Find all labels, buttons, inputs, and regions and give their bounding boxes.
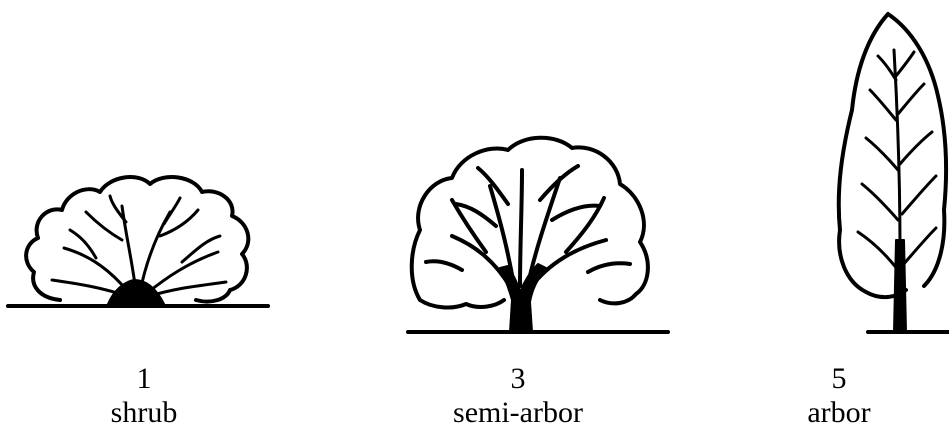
arbor-branches xyxy=(856,48,938,272)
figure-caption-shrub: 1 shrub xyxy=(34,362,254,430)
figure-caption-arbor: 5 arbor xyxy=(729,362,949,430)
shrub-illustration xyxy=(6,175,270,308)
figure-number: 1 xyxy=(136,362,152,395)
figure-name: shrub xyxy=(110,396,178,429)
arbor-trunk xyxy=(893,239,907,333)
shrub-branches xyxy=(50,194,228,298)
shrub-canopy-outline xyxy=(24,175,251,304)
arbor-illustration xyxy=(836,12,949,334)
arbor-canopy-outline xyxy=(836,12,948,299)
figure-name: arbor xyxy=(807,396,871,429)
figure-caption-semi-arbor: 3 semi-arbor xyxy=(408,362,628,430)
semi-arbor-branches xyxy=(424,164,632,292)
semi-arbor-illustration xyxy=(406,135,670,334)
semi-arbor-canopy-outline xyxy=(409,135,650,310)
semi-arbor-trunk xyxy=(499,263,547,333)
figure-number: 5 xyxy=(831,362,847,395)
figure-name: semi-arbor xyxy=(453,396,583,429)
figure-number: 3 xyxy=(510,362,526,395)
